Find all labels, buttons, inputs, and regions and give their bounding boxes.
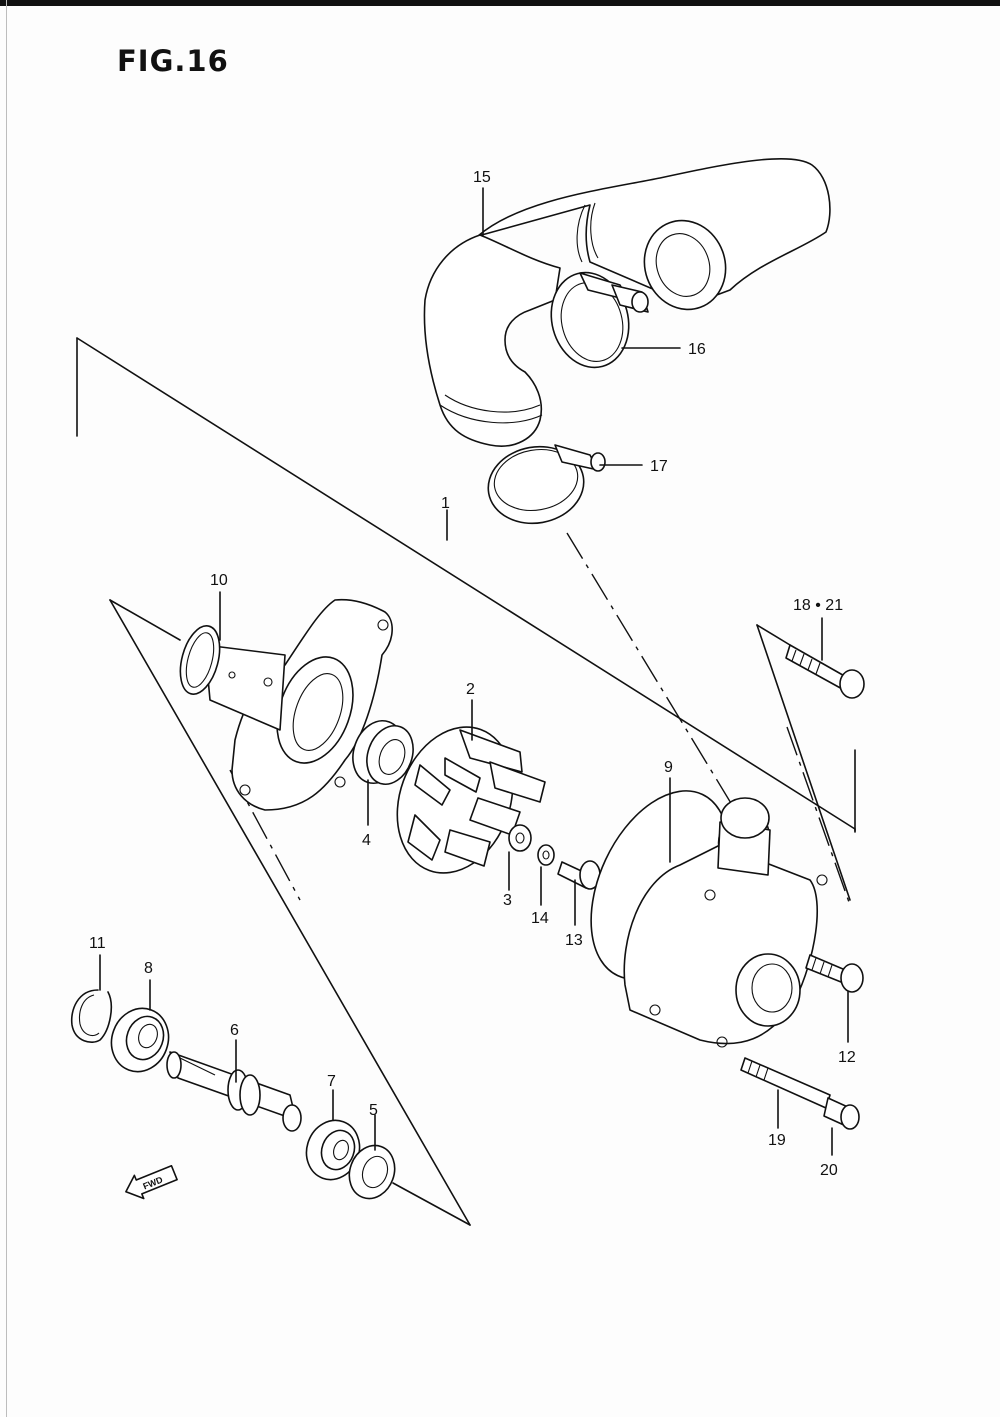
callout-13: 13 [565,932,583,949]
callout-8: 8 [144,960,153,977]
washer-part-3 [508,824,532,852]
nut-part-20 [823,1097,860,1130]
callout-12: 12 [838,1049,856,1066]
shaft-part-6 [166,1051,302,1132]
circlip-part-11 [70,989,112,1043]
callout-2: 2 [466,681,475,698]
callout-16: 16 [688,341,706,358]
mechanical-seal-part-4 [352,720,414,785]
screw-part-12 [805,954,864,993]
callout-17: 17 [650,458,668,475]
forward-arrow-icon: FWD [125,1164,178,1200]
callout-11: 11 [89,935,106,952]
hose-clamp-part-17 [487,444,606,525]
callout-10: 10 [210,572,228,589]
stud-bolt-part-19 [740,1057,831,1109]
screw-part-18-21 [785,644,865,699]
alignment-line [786,726,851,906]
callout-5: 5 [369,1102,378,1119]
hose-clamp-part-16 [550,271,649,369]
callout-19: 19 [768,1132,786,1149]
callout-14: 14 [531,910,549,927]
washer-part-14 [537,844,555,866]
callout-4: 4 [362,832,371,849]
callout-6: 6 [230,1022,239,1039]
figure-title: FIG.16 [117,44,229,78]
bearing-part-7 [305,1119,361,1181]
bolt-part-13 [557,860,601,890]
leader-lines [99,187,849,1156]
left-border [6,0,7,1417]
pump-case-part-10 [179,598,393,811]
callout-9: 9 [664,759,673,776]
impeller-part-2 [396,726,546,874]
pump-cover-part-9 [590,790,828,1048]
callout-18-21: 18 • 21 [793,597,843,614]
callout-1: 1 [441,495,450,512]
top-border [0,0,1000,6]
assembly-bracket [76,337,856,1226]
callout-7: 7 [327,1073,336,1090]
callout-15: 15 [473,169,491,186]
alignment-line [566,532,741,819]
hose-part-15 [423,157,831,447]
callout-labels: 1 2 3 4 5 6 7 8 9 10 11 12 13 14 15 16 1… [89,169,856,1179]
callout-3: 3 [503,892,512,909]
bearing-part-8 [110,1007,170,1073]
oil-seal-part-5 [348,1144,396,1200]
callout-20: 20 [820,1162,838,1179]
